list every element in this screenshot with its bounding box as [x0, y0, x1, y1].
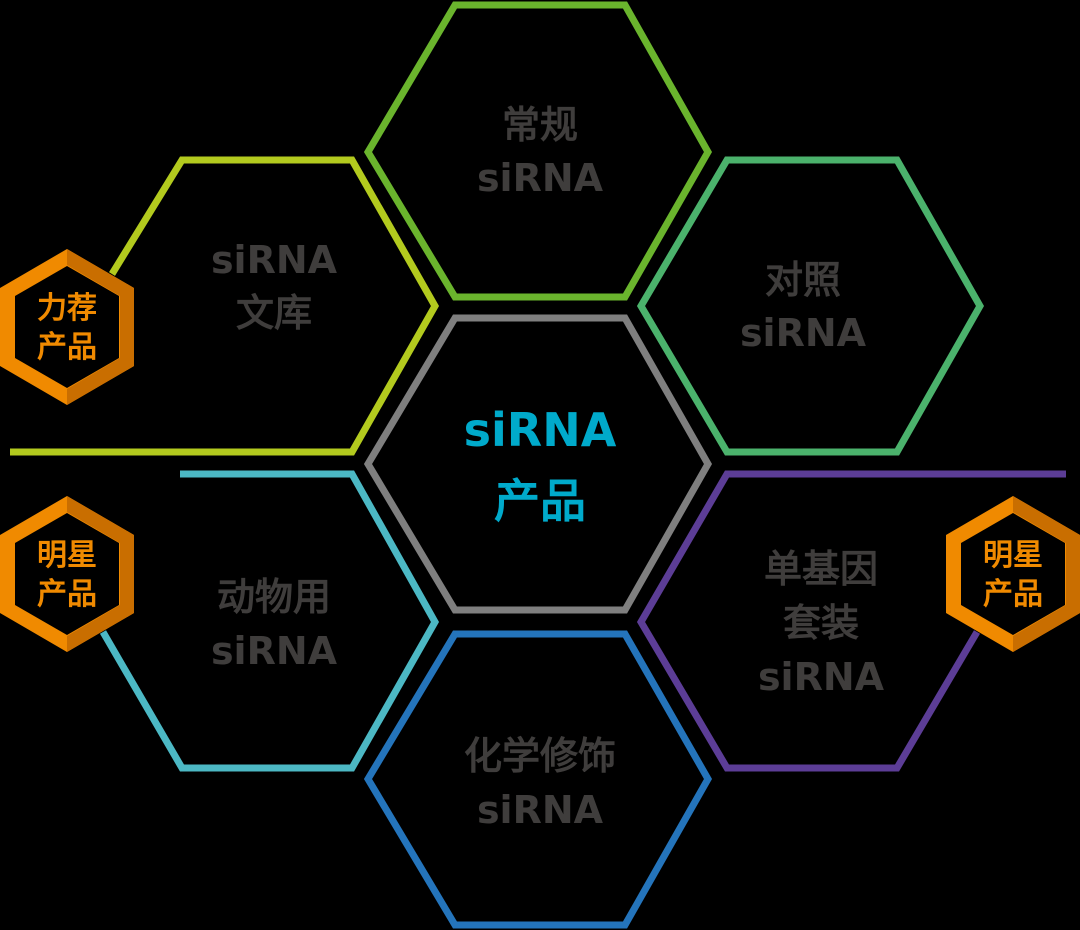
hex-label-line1: 单基因	[764, 547, 878, 591]
center-label-line2: 产品	[494, 474, 586, 528]
hex-single-gene-kit-sirna[interactable]: 单基因 套装 siRNA	[636, 470, 1066, 772]
hex-border	[363, 1, 713, 301]
badge-recommended-product: 力荐 产品	[0, 249, 134, 405]
badge-star-product-right: 明星 产品	[946, 496, 1080, 652]
hex-border	[636, 470, 1066, 772]
hex-label-line1: 化学修饰	[464, 734, 616, 778]
center-label-line1: siRNA	[464, 403, 617, 457]
hex-label-line2: siRNA	[477, 788, 604, 832]
badge-label-line1: 明星	[983, 538, 1043, 573]
hex-center-sirna-products[interactable]: siRNA 产品	[363, 314, 713, 614]
hex-animal-sirna[interactable]: 动物用 siRNA	[99, 470, 440, 772]
badge-label-line2: 产品	[37, 330, 97, 365]
hex-label-line2: siRNA	[740, 311, 867, 355]
hex-label-line1: 常规	[502, 103, 578, 147]
hex-border	[99, 470, 440, 772]
hex-label-line2: siRNA	[211, 629, 338, 673]
hex-border	[363, 630, 713, 929]
badge-hex-shade	[67, 496, 134, 652]
badge-label-line1: 明星	[37, 538, 97, 573]
hex-chemically-modified-sirna[interactable]: 化学修饰 siRNA	[363, 630, 713, 929]
badge-hex-inner	[15, 266, 119, 388]
badge-hex-shade	[67, 249, 134, 405]
hex-label-line1: 对照	[765, 258, 841, 302]
hex-border	[10, 156, 440, 456]
hex-border	[636, 156, 985, 456]
hex-label-line1: siRNA	[211, 238, 338, 282]
hex-label-line1: 动物用	[217, 575, 331, 619]
hex-label-line2: siRNA	[477, 156, 604, 200]
hex-sirna-library[interactable]: siRNA 文库	[10, 156, 440, 456]
hex-conventional-sirna[interactable]: 常规 siRNA	[363, 1, 713, 301]
badge-hex-shade	[1013, 496, 1080, 652]
hex-label-line3: siRNA	[758, 655, 885, 699]
badge-label-line2: 产品	[37, 577, 97, 612]
hex-border	[363, 314, 713, 614]
badge-hex-inner	[961, 513, 1065, 635]
hex-label-line2: 文库	[236, 291, 312, 335]
badge-star-product-left: 明星 产品	[0, 496, 134, 652]
hex-control-sirna[interactable]: 对照 siRNA	[636, 156, 985, 456]
hex-label-line2: 套装	[783, 601, 859, 645]
badge-label-line1: 力荐	[37, 291, 97, 326]
badge-hex-inner	[15, 513, 119, 635]
badge-label-line2: 产品	[983, 577, 1043, 612]
